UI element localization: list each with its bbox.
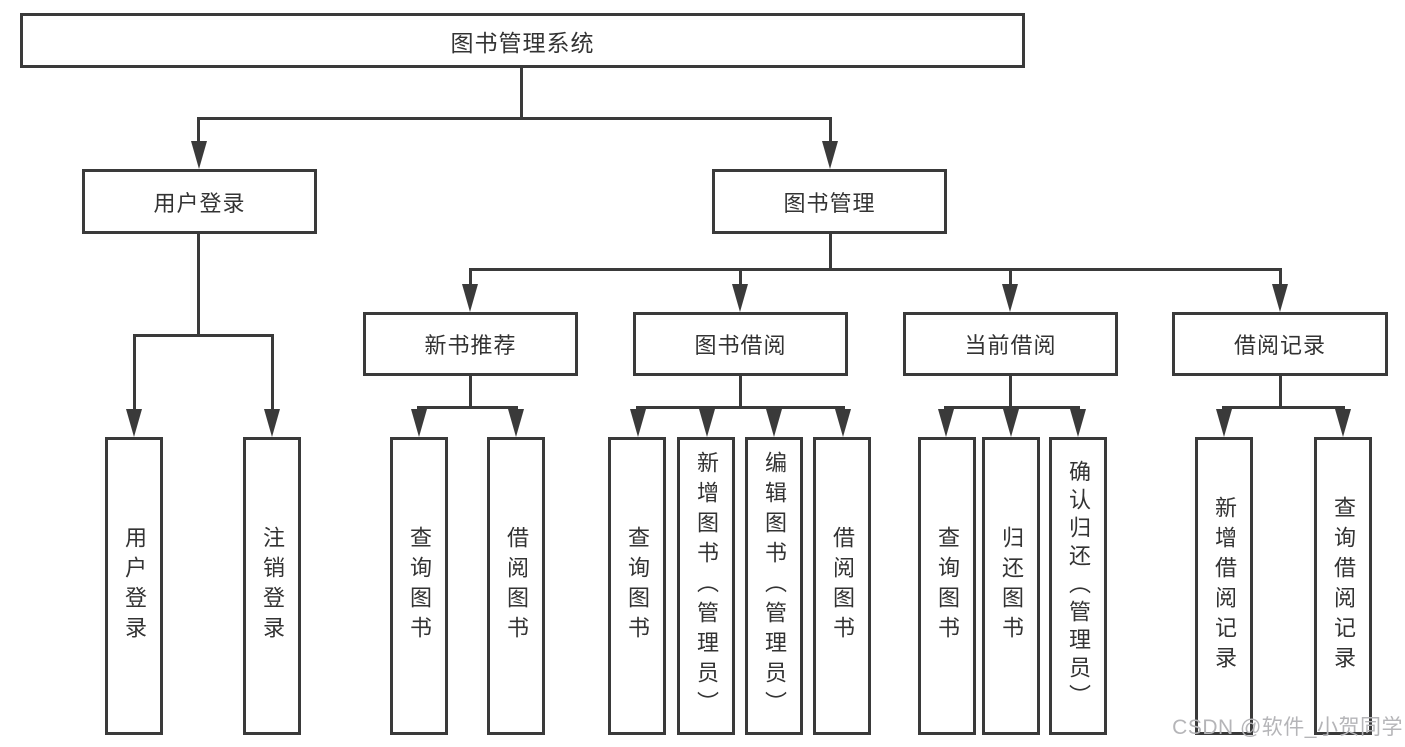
leaf-label: 查询图书 [625,526,650,646]
node-book-borrowing: 图书借阅 [633,312,848,376]
node-label: 用户登录 [153,190,246,216]
node-library-management-system: 图书管理系统 [20,13,1025,68]
node-current-borrowing: 当前借阅 [903,312,1118,376]
arrow-down-icon [508,409,524,437]
arrow-down-icon [835,409,851,437]
connector-vline [829,234,832,271]
leaf-confirm-return-admin: 确认归还（管理员） [1049,437,1107,735]
arrow-down-icon [732,284,748,312]
arrow-down-icon [264,409,280,437]
node-label: 图书管理系统 [450,29,595,56]
connector-vline [739,268,742,286]
leaf-add-borrow-record: 新增借阅记录 [1195,437,1253,735]
leaf-logout: 注销登录 [243,437,301,735]
arrow-down-icon [1272,284,1288,312]
arrow-down-icon [462,284,478,312]
node-label: 借阅记录 [1233,333,1326,358]
leaf-return-book: 归还图书 [982,437,1040,735]
connector-hline [944,406,1080,409]
connector-hline [469,268,1282,271]
connector-vline [1009,268,1012,286]
arrow-down-icon [699,409,715,437]
connector-hline [636,406,845,409]
connector-vline [469,376,472,409]
leaf-query-books: 查询图书 [608,437,666,735]
connector-vline [133,334,136,411]
leaf-query-books: 查询图书 [918,437,976,735]
node-label: 新书推荐 [424,333,517,358]
arrow-down-icon [630,409,646,437]
leaf-query-books: 查询图书 [390,437,448,735]
arrow-down-icon [1335,409,1351,437]
connector-vline [1009,376,1012,409]
connector-hline [198,117,832,120]
csdn-watermark: CSDN @软件_小贺同学 [1172,716,1403,739]
arrow-down-icon [822,141,838,169]
leaf-label: 借阅图书 [830,526,855,646]
leaf-borrow-books: 借阅图书 [487,437,545,735]
arrow-down-icon [126,409,142,437]
connector-vline [1279,268,1282,286]
arrow-down-icon [411,409,427,437]
arrow-down-icon [766,409,782,437]
node-borrowing-records: 借阅记录 [1172,312,1388,376]
leaf-label: 注销登录 [260,526,285,646]
connector-vline [197,234,200,337]
node-user-login: 用户登录 [82,169,317,234]
arrow-down-icon [191,141,207,169]
leaf-label: 查询图书 [407,526,432,646]
connector-hline [1222,406,1345,409]
leaf-borrow-books: 借阅图书 [813,437,871,735]
connector-vline [469,268,472,286]
connector-vline [829,117,832,143]
leaf-user-login: 用户登录 [105,437,163,735]
leaf-add-book-admin: 新增图书（管理员） [677,437,735,735]
arrow-down-icon [1216,409,1232,437]
node-new-book-recommend: 新书推荐 [363,312,578,376]
arrow-down-icon [938,409,954,437]
leaf-label: 查询图书 [935,526,960,646]
connector-vline [520,68,523,118]
connector-vline [197,117,200,143]
arrow-down-icon [1002,284,1018,312]
connector-hline [417,406,518,409]
leaf-label: 用户登录 [122,526,147,646]
arrow-down-icon [1003,409,1019,437]
leaf-label: 查询借阅记录 [1331,496,1356,676]
node-label: 当前借阅 [964,333,1057,358]
arrow-down-icon [1070,409,1086,437]
node-label: 图书借阅 [694,333,787,358]
node-book-management: 图书管理 [712,169,947,234]
connector-vline [739,376,742,409]
node-label: 图书管理 [783,190,876,216]
connector-vline [271,334,274,411]
leaf-label: 新增图书（管理员） [694,451,719,721]
leaf-label: 归还图书 [999,526,1024,646]
leaf-edit-book-admin: 编辑图书（管理员） [745,437,803,735]
connector-hline [133,334,274,337]
leaf-label: 确认归还（管理员） [1066,460,1091,712]
leaf-label: 新增借阅记录 [1212,496,1237,676]
leaf-label: 编辑图书（管理员） [762,451,787,721]
leaf-label: 借阅图书 [504,526,529,646]
leaf-query-borrow-record: 查询借阅记录 [1314,437,1372,735]
connector-vline [1279,376,1282,409]
